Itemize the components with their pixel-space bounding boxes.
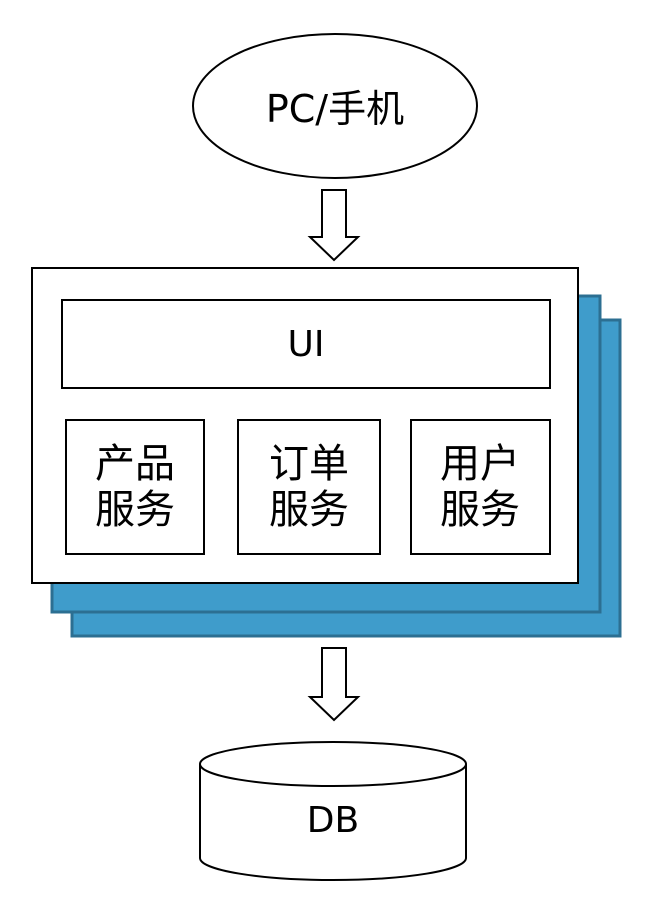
- client-ellipse: [192, 33, 478, 179]
- database-label: DB: [306, 799, 360, 841]
- arrow-down-bottom: [307, 647, 361, 722]
- database-cylinder-body: [199, 764, 467, 881]
- arrow-down-top: [307, 189, 361, 262]
- service-label-product: 产品 服务: [95, 441, 175, 533]
- service-label-user: 用户 服务: [440, 441, 520, 533]
- service-box-user: [410, 419, 551, 555]
- service-box-order: [237, 419, 381, 555]
- client-label: PC/手机: [265, 86, 405, 131]
- ui-label: UI: [287, 323, 325, 365]
- service-label-order: 订单 服务: [269, 441, 349, 533]
- ui-box: [61, 299, 551, 389]
- database-cylinder-top: [199, 741, 467, 787]
- service-box-product: [65, 419, 205, 555]
